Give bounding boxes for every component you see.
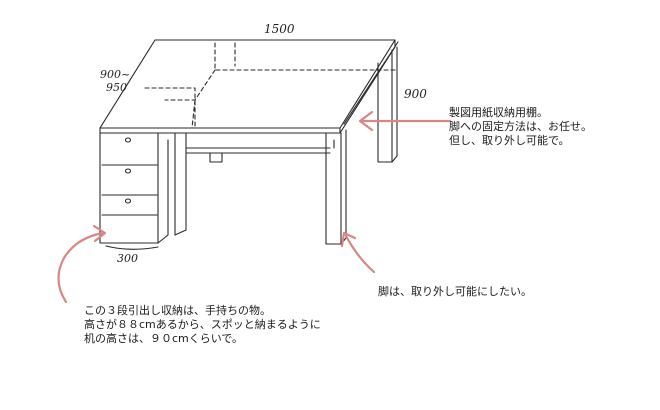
drawer-note: この３段引出し収納は、手持ちの物。 高さが８８cmあるから、スポッと納まるように… (84, 304, 321, 346)
leg-note-line: 脚は、取り外し可能にしたい。 (378, 285, 532, 298)
shelf-note-line-2: 脚への固定方法は、お任せ。 (449, 120, 592, 133)
drawer-note-line-1: この３段引出し収納は、手持ちの物。 (84, 304, 271, 317)
dimension-depth-left-1: 900~ (100, 68, 130, 81)
shelf-note-line-3: 但し、取り外し可能で。 (449, 134, 570, 147)
front-right-leg (325, 129, 347, 245)
back-right-leg (377, 46, 398, 163)
drawer-arrow (57, 224, 107, 304)
dimension-drawer-width: 300 (117, 252, 138, 265)
drawer-knob-icon (124, 137, 132, 143)
dimension-depth-left-2: 950 (106, 81, 127, 94)
dimension-width: 1500 (264, 22, 295, 36)
drawer-note-line-2: 高さが８８cmあるから、スポッと納まるように (84, 318, 321, 331)
leg-note: 脚は、取り外し可能にしたい。 (378, 285, 532, 299)
drawer-unit (99, 132, 169, 250)
hidden-lines (144, 42, 396, 129)
dimension-depth-right: 900 (404, 87, 427, 101)
shelf-note: 製図用紙収納用棚。 脚への固定方法は、お任せ。 但し、取り外し可能で。 (449, 106, 592, 148)
shelf-arrow (358, 110, 452, 132)
drawer-note-line-3: 机の高さは、９０cmくらいで。 (84, 332, 243, 345)
leg-arrow (340, 231, 376, 274)
stretcher-rail (185, 147, 331, 163)
desk-top (99, 39, 399, 134)
shelf-note-line-1: 製図用紙収納用棚。 (449, 106, 548, 119)
left-inner-leg (174, 132, 187, 236)
